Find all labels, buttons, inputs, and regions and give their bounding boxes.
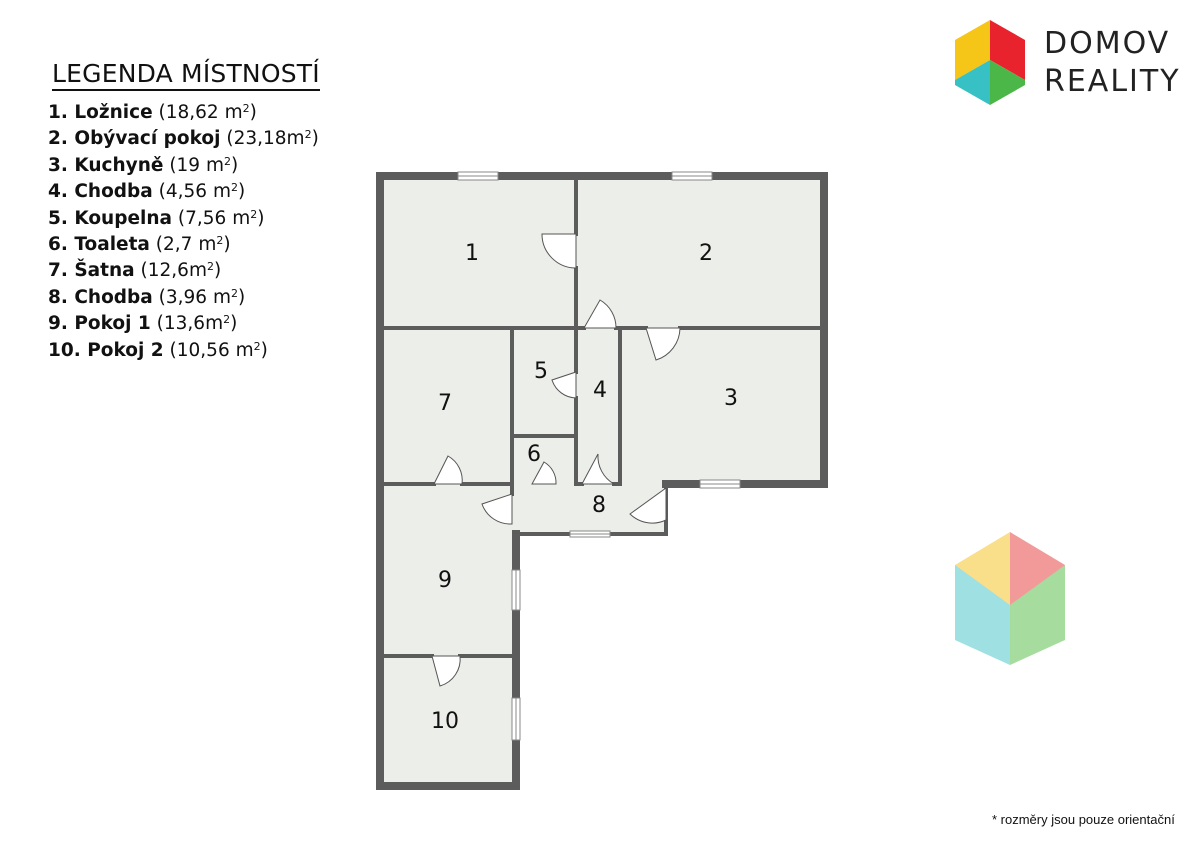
floorplan-windows	[457, 171, 741, 741]
legend-item: 5. Koupelna (7,56 m2)	[48, 207, 265, 229]
room-label: 8	[592, 493, 606, 518]
logo-text: DOMOV REALITY	[1044, 26, 1181, 99]
room-label: 7	[438, 391, 452, 416]
legend-item: 2. Obývací pokoj (23,18m2)	[48, 128, 319, 150]
room-label: 3	[724, 386, 738, 411]
legend-item: 9. Pokoj 1 (13,6m2)	[48, 313, 238, 335]
legend-item: 8. Chodba (3,96 m2)	[48, 286, 246, 308]
room-label: 10	[431, 709, 459, 734]
legend-item: 4. Chodba (4,56 m2)	[48, 181, 246, 203]
legend-item: 1. Ložnice (18,62 m2)	[48, 102, 257, 123]
legend-item: 7. Šatna (12,6m2)	[48, 260, 222, 282]
room-label: 5	[534, 359, 548, 384]
room-label: 1	[465, 241, 479, 266]
logo-cube-icon	[955, 20, 1025, 105]
footnote: * rozměry jsou pouze orientační	[992, 812, 1175, 827]
legend-item: 10. Pokoj 2 (10,56 m2)	[48, 339, 268, 361]
room-label: 4	[593, 378, 607, 403]
room-label: 9	[438, 568, 452, 593]
room-label: 2	[699, 241, 713, 266]
legend-list: 1. Ložnice (18,62 m2) 2. Obývací pokoj (…	[48, 100, 319, 364]
floorplan-doors	[431, 233, 681, 687]
legend-item: 3. Kuchyně (19 m2)	[48, 154, 239, 176]
room-label: 6	[527, 442, 541, 467]
legend-item: 6. Toaleta (2,7 m2)	[48, 234, 231, 256]
legend-title: LEGENDA MÍSTNOSTÍ	[52, 60, 320, 91]
watermark-cube-icon	[955, 532, 1065, 665]
